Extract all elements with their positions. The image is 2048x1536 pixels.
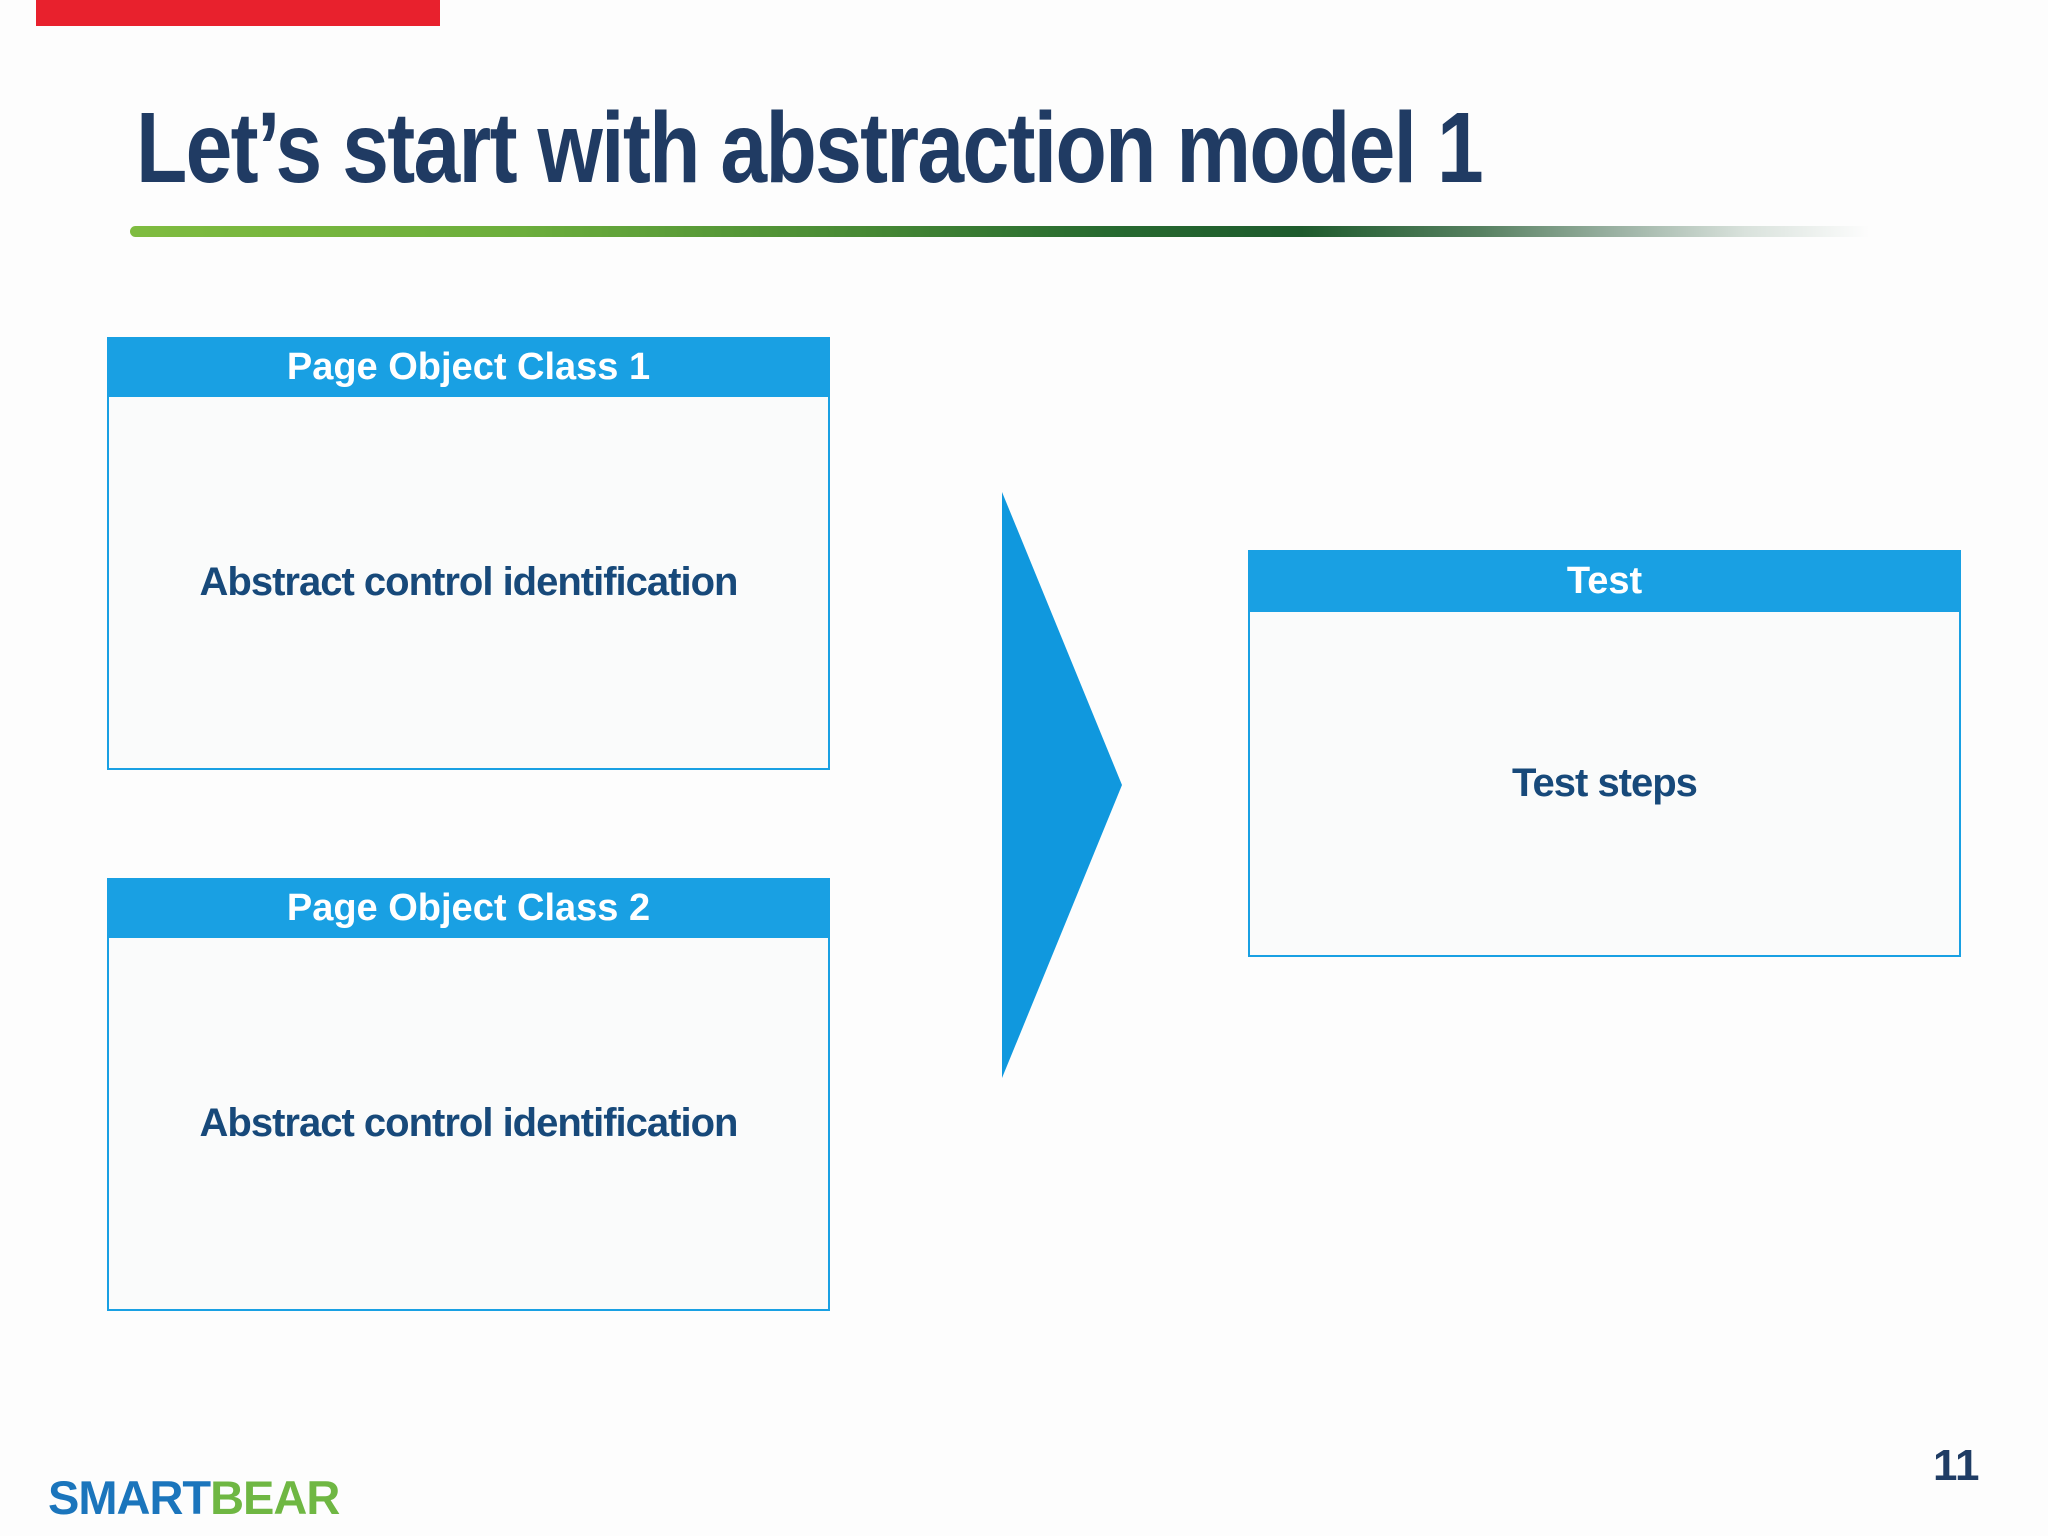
slide-title: Let’s start with abstraction model 1 xyxy=(136,92,1484,204)
smartbear-logo: SMARTBEAR xyxy=(48,1470,340,1525)
box-body-test: Test steps xyxy=(1250,612,1959,955)
box-test: Test Test steps xyxy=(1248,550,1961,957)
box-body-page-object-class-2: Abstract control identification xyxy=(109,938,828,1309)
box-label-test-steps: Test steps xyxy=(1512,761,1698,805)
page-number: 11 xyxy=(1933,1441,1980,1490)
box-label-abstract-control-identification-1: Abstract control identification xyxy=(199,560,739,604)
title-underline-rule xyxy=(130,226,1905,237)
smartbear-logo-smart-text: SMART xyxy=(48,1471,211,1524)
box-header-test: Test xyxy=(1248,550,1961,612)
box-page-object-class-1: Page Object Class 1 Abstract control ide… xyxy=(107,337,830,770)
flow-arrow-right-icon xyxy=(1002,492,1122,1078)
red-accent-bar xyxy=(36,0,440,26)
box-page-object-class-2: Page Object Class 2 Abstract control ide… xyxy=(107,878,830,1311)
smartbear-logo-bear-text: BEAR xyxy=(210,1471,340,1524)
box-header-page-object-class-2: Page Object Class 2 xyxy=(107,878,830,938)
box-label-abstract-control-identification-2: Abstract control identification xyxy=(199,1101,739,1145)
box-body-page-object-class-1: Abstract control identification xyxy=(109,397,828,768)
box-header-page-object-class-1: Page Object Class 1 xyxy=(107,337,830,397)
